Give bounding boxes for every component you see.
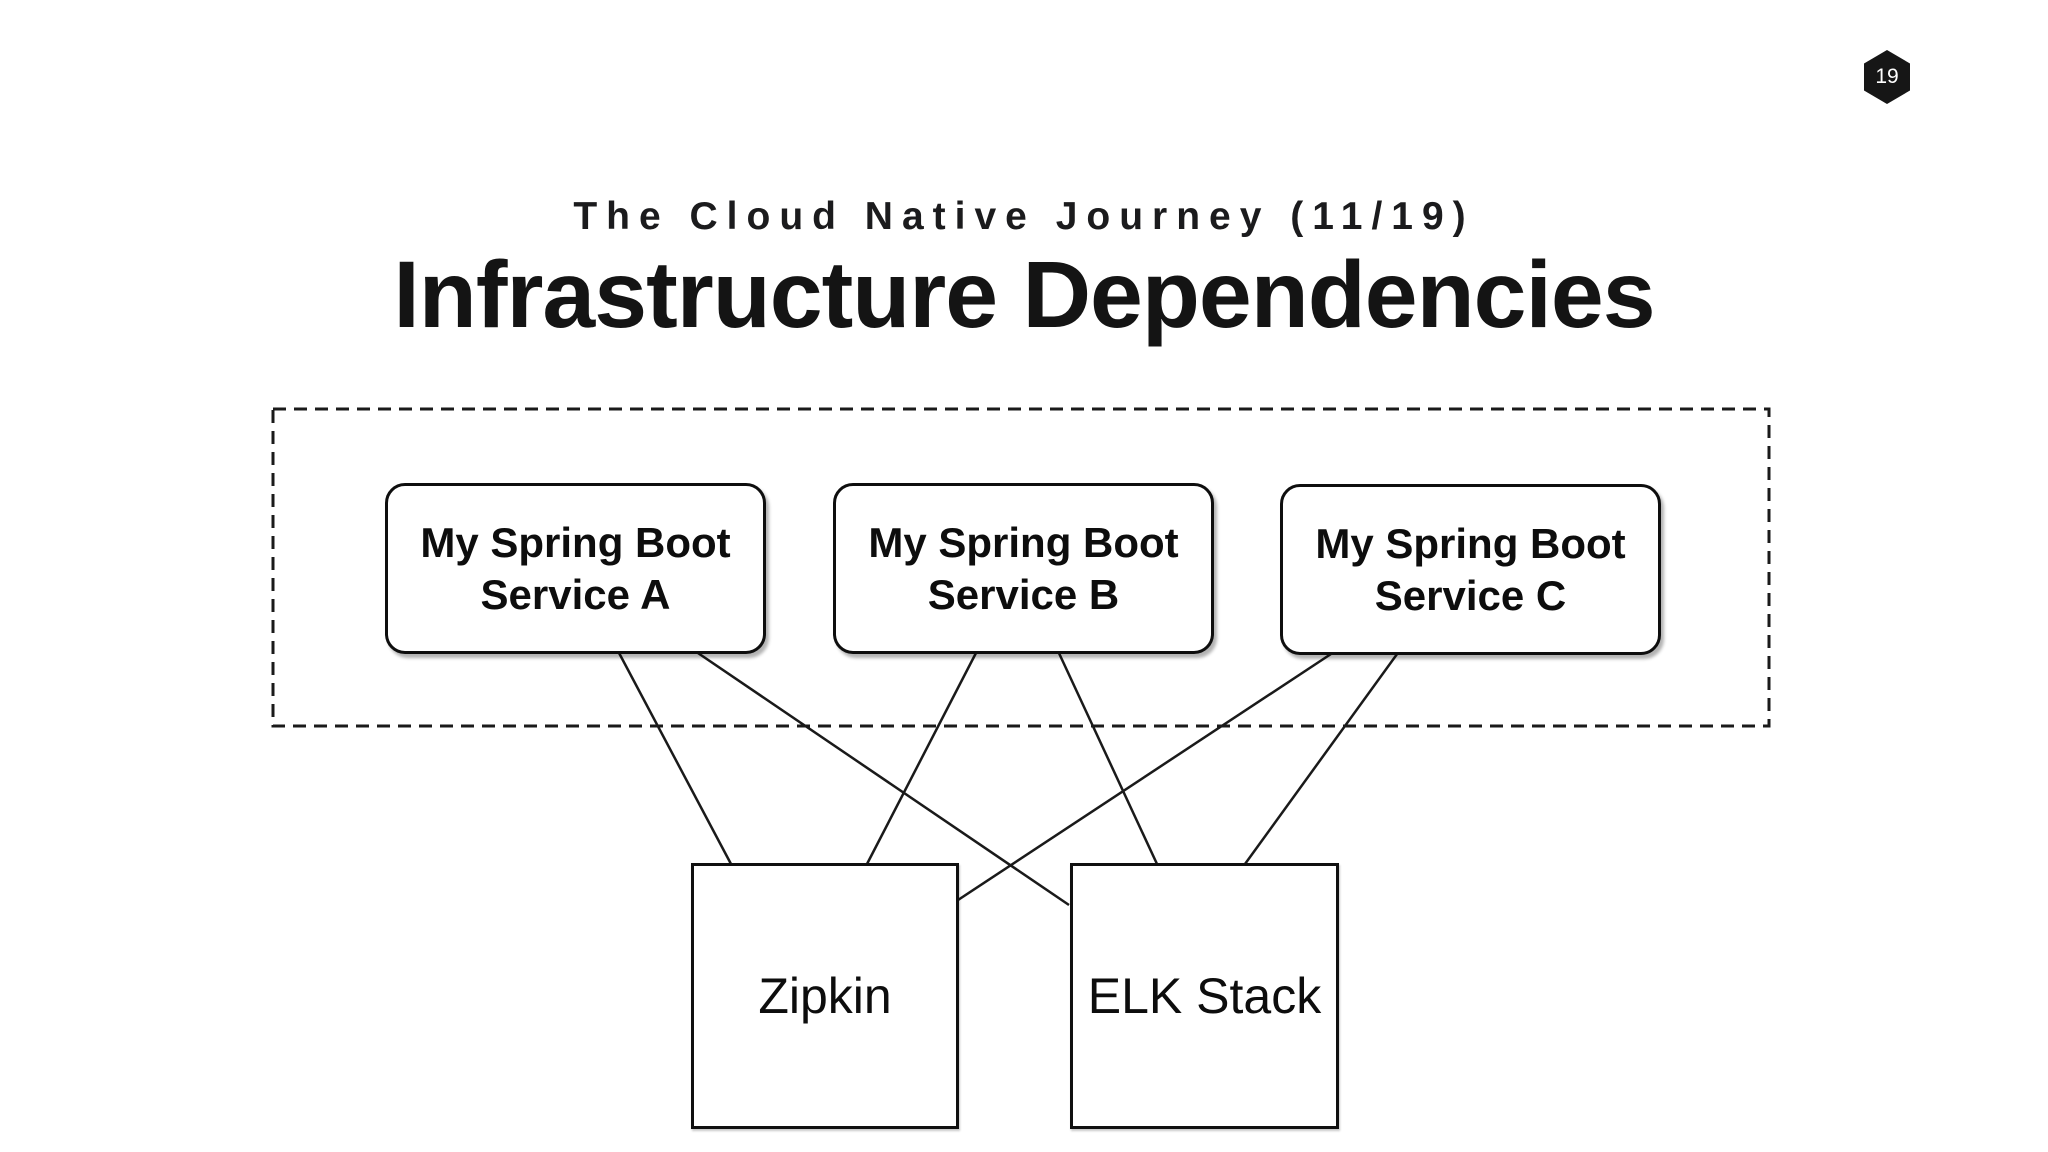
- node-service-b-label-line1: My Spring Boot: [868, 518, 1179, 566]
- node-service-c-label-line1: My Spring Boot: [1315, 519, 1626, 567]
- page-title: Infrastructure Dependencies: [393, 242, 1655, 348]
- node-elk-stack-label: ELK Stack: [1087, 968, 1322, 1024]
- node-service-b-label-line2: Service B: [927, 570, 1120, 618]
- node-service-c: My Spring Boot Service C: [1280, 484, 1661, 655]
- edge-service-b-zipkin: [865, 650, 979, 865]
- edge-service-a-elk: [694, 649, 1070, 907]
- node-service-a: My Spring Boot Service A: [385, 483, 766, 654]
- node-service-a-label-line2: Service A: [480, 570, 671, 618]
- services-boundary-dashed-box: [271, 407, 1771, 728]
- page-number: 19: [1875, 65, 1899, 88]
- node-zipkin-label: Zipkin: [758, 968, 892, 1024]
- slide-kicker: The Cloud Native Journey (11/19): [573, 195, 1475, 238]
- node-service-c-label-line2: Service C: [1374, 571, 1567, 619]
- node-elk-stack: ELK Stack: [1070, 863, 1339, 1129]
- edge-service-b-elk: [1056, 650, 1159, 865]
- node-zipkin: Zipkin: [691, 863, 959, 1129]
- edge-service-c-zipkin: [954, 648, 1338, 904]
- node-service-b: My Spring Boot Service B: [833, 483, 1214, 654]
- edge-service-c-elk: [1243, 649, 1402, 865]
- edge-service-a-zipkin: [616, 650, 733, 865]
- node-service-a-label-line1: My Spring Boot: [420, 518, 731, 566]
